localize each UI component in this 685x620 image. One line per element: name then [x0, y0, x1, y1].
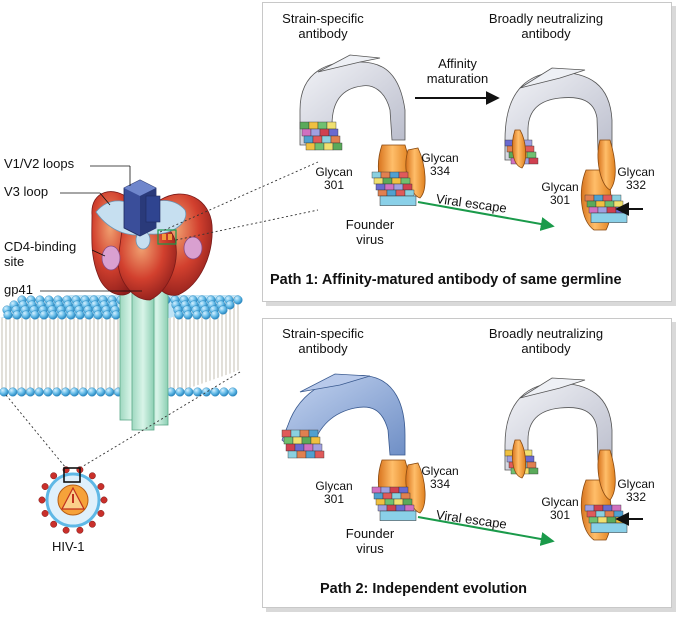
path1-broad-antibody — [504, 67, 628, 231]
hiv-virion — [38, 466, 108, 534]
path1-title: Path 1: Affinity-matured antibody of sam… — [270, 272, 622, 288]
path2-title: Path 2: Independent evolution — [320, 581, 528, 597]
v3-label: V3 loop — [4, 184, 49, 199]
gp41-label: gp41 — [4, 282, 33, 297]
path2-escape-arrow — [417, 516, 555, 546]
v1v2-label: V1/V2 loops — [4, 156, 75, 171]
path1-strain-antibody — [299, 54, 426, 206]
callout-lines — [40, 165, 142, 292]
hiv1-label: HIV-1 — [52, 539, 85, 554]
path1-escape-arrow — [417, 201, 555, 231]
v1v2-loops — [123, 179, 161, 237]
zoom-lines — [5, 161, 319, 469]
env-trimer — [91, 179, 213, 301]
path2-broad-antibody — [504, 377, 628, 541]
path2-strain-antibody — [281, 373, 426, 521]
gp41-stalks — [119, 269, 169, 431]
